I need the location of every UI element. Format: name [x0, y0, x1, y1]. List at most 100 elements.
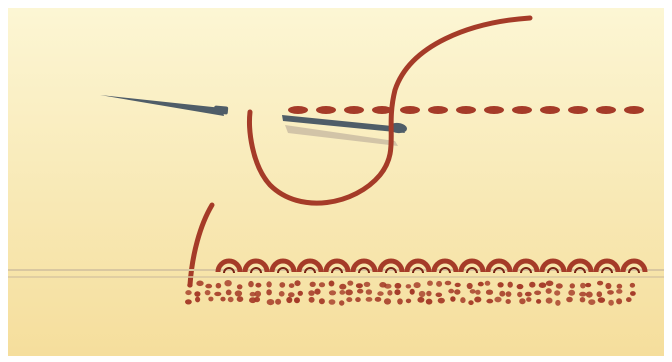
seed-stitch-dot [616, 289, 622, 294]
seed-stitch-dot [294, 297, 300, 303]
seed-stitch-dot [339, 300, 344, 305]
running-stitch [344, 106, 364, 114]
seed-stitch-dot [237, 296, 244, 302]
seed-stitch-dot [406, 284, 412, 288]
seed-stitch-dot [375, 297, 382, 302]
seed-stitch-dot [508, 282, 513, 288]
seed-stitch-dot [566, 297, 573, 303]
seed-stitch-dot [329, 281, 335, 287]
seed-stitch-dot [517, 284, 524, 289]
seed-stitch-dot [387, 290, 392, 296]
seed-stitch-dot [605, 283, 611, 289]
seed-stitch-dot [580, 283, 586, 289]
seed-stitch-dot [228, 297, 234, 302]
seed-stitch-dot [536, 299, 541, 304]
seed-stitch-dot [616, 298, 622, 304]
seed-stitch-dot [279, 282, 285, 288]
seed-stitch-dot [364, 282, 371, 287]
seed-stitch-dot [450, 296, 455, 302]
seed-stitch-dot [460, 297, 465, 303]
seed-stitch-dot [248, 281, 254, 287]
seed-stitch-dot [288, 292, 295, 297]
seed-stitch-dot [366, 297, 373, 302]
seed-stitch-dot [506, 299, 511, 304]
seed-stitch-dot [185, 299, 192, 304]
seed-stitch-dot [339, 284, 346, 290]
running-stitch [624, 106, 644, 114]
seed-stitch-dot [406, 299, 411, 304]
seed-stitch-dot [384, 298, 391, 304]
seed-stitch-dot [308, 290, 314, 296]
seed-stitch-dot [220, 297, 225, 302]
seed-stitch-dot [255, 283, 261, 288]
running-stitch [316, 106, 336, 114]
seed-stitch-dot [377, 291, 383, 296]
seed-stitch-dot [237, 284, 243, 289]
seed-stitch-dot [226, 290, 232, 296]
seed-stitch-dot [580, 297, 586, 302]
seed-stitch-dot [525, 292, 532, 297]
seed-stitch-dot [499, 291, 505, 297]
seed-stitch-dot [208, 297, 213, 302]
seed-stitch-dot [579, 292, 586, 297]
seed-stitch-dot [486, 290, 493, 295]
running-stitch [568, 106, 588, 114]
running-stitch [484, 106, 504, 114]
seed-stitch-dot [438, 298, 445, 304]
seed-stitch-dot [436, 293, 443, 298]
seed-stitch-dot [357, 289, 363, 294]
seed-stitch-dot [417, 297, 424, 303]
seed-stitch-dot [419, 291, 426, 297]
seed-stitch-dot [494, 297, 501, 303]
seed-stitch-dot [556, 283, 563, 288]
running-stitch [400, 106, 420, 114]
seed-stitch-dot [195, 297, 200, 303]
seed-stitch-dot [454, 289, 460, 294]
seed-stitch-dot [397, 298, 403, 304]
seed-stitch-dot [546, 281, 554, 287]
seed-stitch-dot [555, 300, 560, 306]
seed-stitch-dot [266, 289, 272, 295]
seed-stitch-dot [286, 297, 292, 303]
seed-stitch-dot [436, 281, 442, 287]
seed-stitch-dot [426, 299, 433, 305]
seed-stitch-dot [485, 281, 491, 286]
seed-stitch-dot [517, 292, 522, 297]
seed-stitch-dot [597, 281, 603, 286]
seed-stitch-dot [554, 290, 560, 295]
seed-stitch-dot [534, 291, 541, 296]
seed-stitch-dot [426, 291, 431, 297]
seed-stitch-dot [598, 297, 605, 303]
seed-stitch-dot [475, 290, 480, 295]
seed-stitch-dot [205, 284, 212, 289]
seed-stitch-dot [356, 283, 363, 288]
seed-stitch-dot [214, 292, 221, 296]
seed-stitch-dot [294, 280, 300, 286]
seed-stitch-dot [630, 291, 636, 296]
seed-stitch-dot [455, 283, 461, 287]
seed-stitch-dot [498, 282, 504, 287]
seed-stitch-dot [205, 290, 211, 295]
seed-stitch-dot [570, 283, 575, 288]
seed-stitch-dot [445, 281, 452, 286]
seed-stitch-dot [279, 291, 285, 297]
seed-stitch-dot [254, 291, 261, 297]
seed-stitch-dot [585, 283, 591, 287]
seed-stitch-dot [224, 280, 231, 286]
seed-stitch-dot [470, 289, 476, 294]
running-stitch [540, 106, 560, 114]
seed-stitch-dot [626, 297, 632, 302]
seed-stitch-dot [410, 289, 415, 295]
seed-stitch-dot [235, 290, 242, 296]
seed-stitch-dot [319, 282, 325, 287]
seed-stitch-dot [467, 283, 473, 289]
seed-stitch-dot [329, 290, 336, 295]
seed-stitch-dot [526, 297, 531, 302]
seed-stitch-dot [187, 283, 192, 288]
seed-stitch-dot [319, 298, 325, 304]
seed-stitch-dot [339, 290, 345, 295]
seed-stitch-dot [309, 297, 315, 303]
seed-stitch-dot [588, 299, 595, 305]
seed-stitch-dot [486, 299, 493, 304]
seed-stitch-dot [519, 298, 525, 304]
